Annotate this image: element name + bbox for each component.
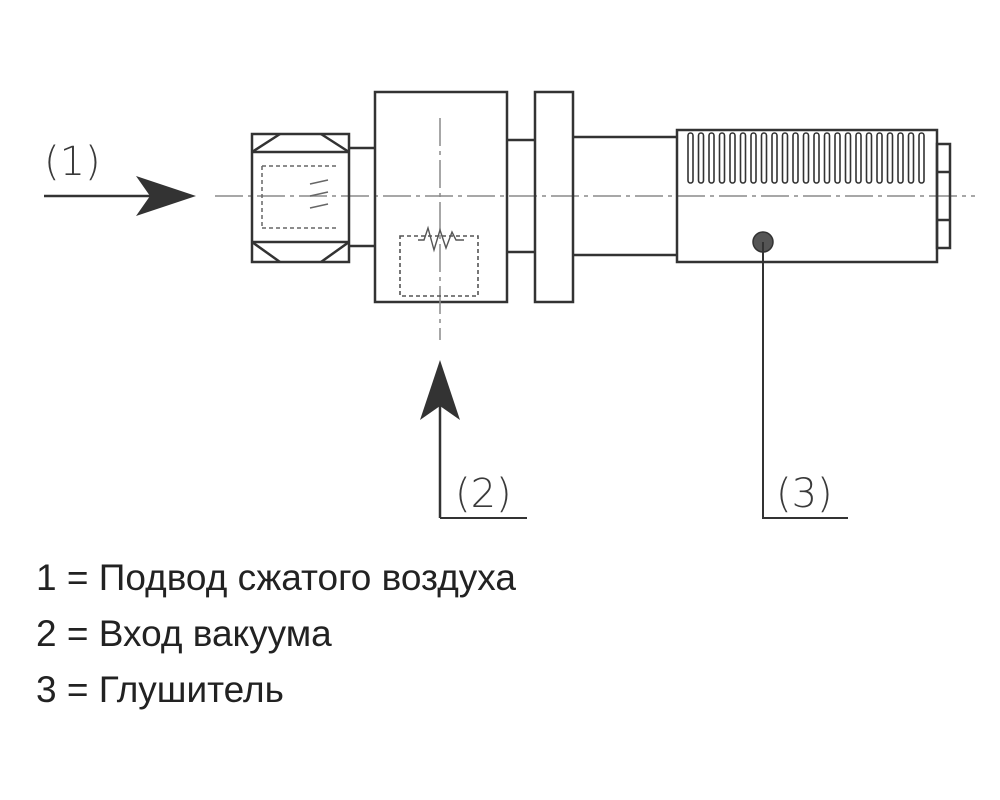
silencer-fin [886, 132, 894, 184]
vacuum-port-thread [418, 225, 464, 253]
silencer-fins [687, 132, 925, 184]
vacuum-port-hidden [399, 235, 479, 297]
silencer-fin [718, 132, 726, 184]
callout-3-label: (3) [776, 471, 833, 517]
legend-item-3: 3 = Глушитель [36, 669, 284, 710]
silencer-fin [855, 132, 862, 184]
silencer-fin [834, 132, 841, 184]
silencer-fin [897, 132, 904, 184]
silencer-fin [865, 132, 873, 184]
callout-2-label: (2) [455, 471, 512, 517]
silencer-fin [907, 132, 915, 184]
silencer-fin [844, 132, 852, 184]
silencer-fin [813, 132, 820, 184]
ejector-body [373, 90, 509, 304]
legend-item-2: 2 = Вход вакуума [36, 613, 332, 654]
silencer-fin [708, 132, 715, 184]
shaft-segment-left [349, 146, 375, 248]
end-cap [935, 142, 952, 250]
silencer-fin [739, 132, 747, 184]
compressed-air-inlet-arrow [44, 176, 196, 216]
legend: 1 = Подвод сжатого воздуха 2 = Вход ваку… [36, 550, 516, 718]
silencer-fin [781, 132, 789, 184]
silencer-fin [771, 132, 778, 184]
silencer-fin [792, 132, 799, 184]
shaft-segment-right [573, 135, 677, 257]
flange [533, 90, 575, 304]
silencer-fin [802, 132, 810, 184]
silencer-fin [876, 132, 883, 184]
leader-line-3 [762, 242, 848, 519]
legend-item-1: 1 = Подвод сжатого воздуха [36, 557, 516, 598]
silencer-fin [697, 132, 705, 184]
silencer-fin [918, 132, 925, 184]
callout-1-label: (1) [44, 139, 101, 185]
shaft-segment-middle [507, 138, 535, 254]
hex-fitting [250, 132, 351, 264]
vacuum-inlet-arrow [420, 360, 527, 519]
silencer-fin [729, 132, 736, 184]
silencer-fin [687, 132, 694, 184]
silencer-fin [750, 132, 757, 184]
silencer-fin [760, 132, 768, 184]
silencer-fin [823, 132, 831, 184]
